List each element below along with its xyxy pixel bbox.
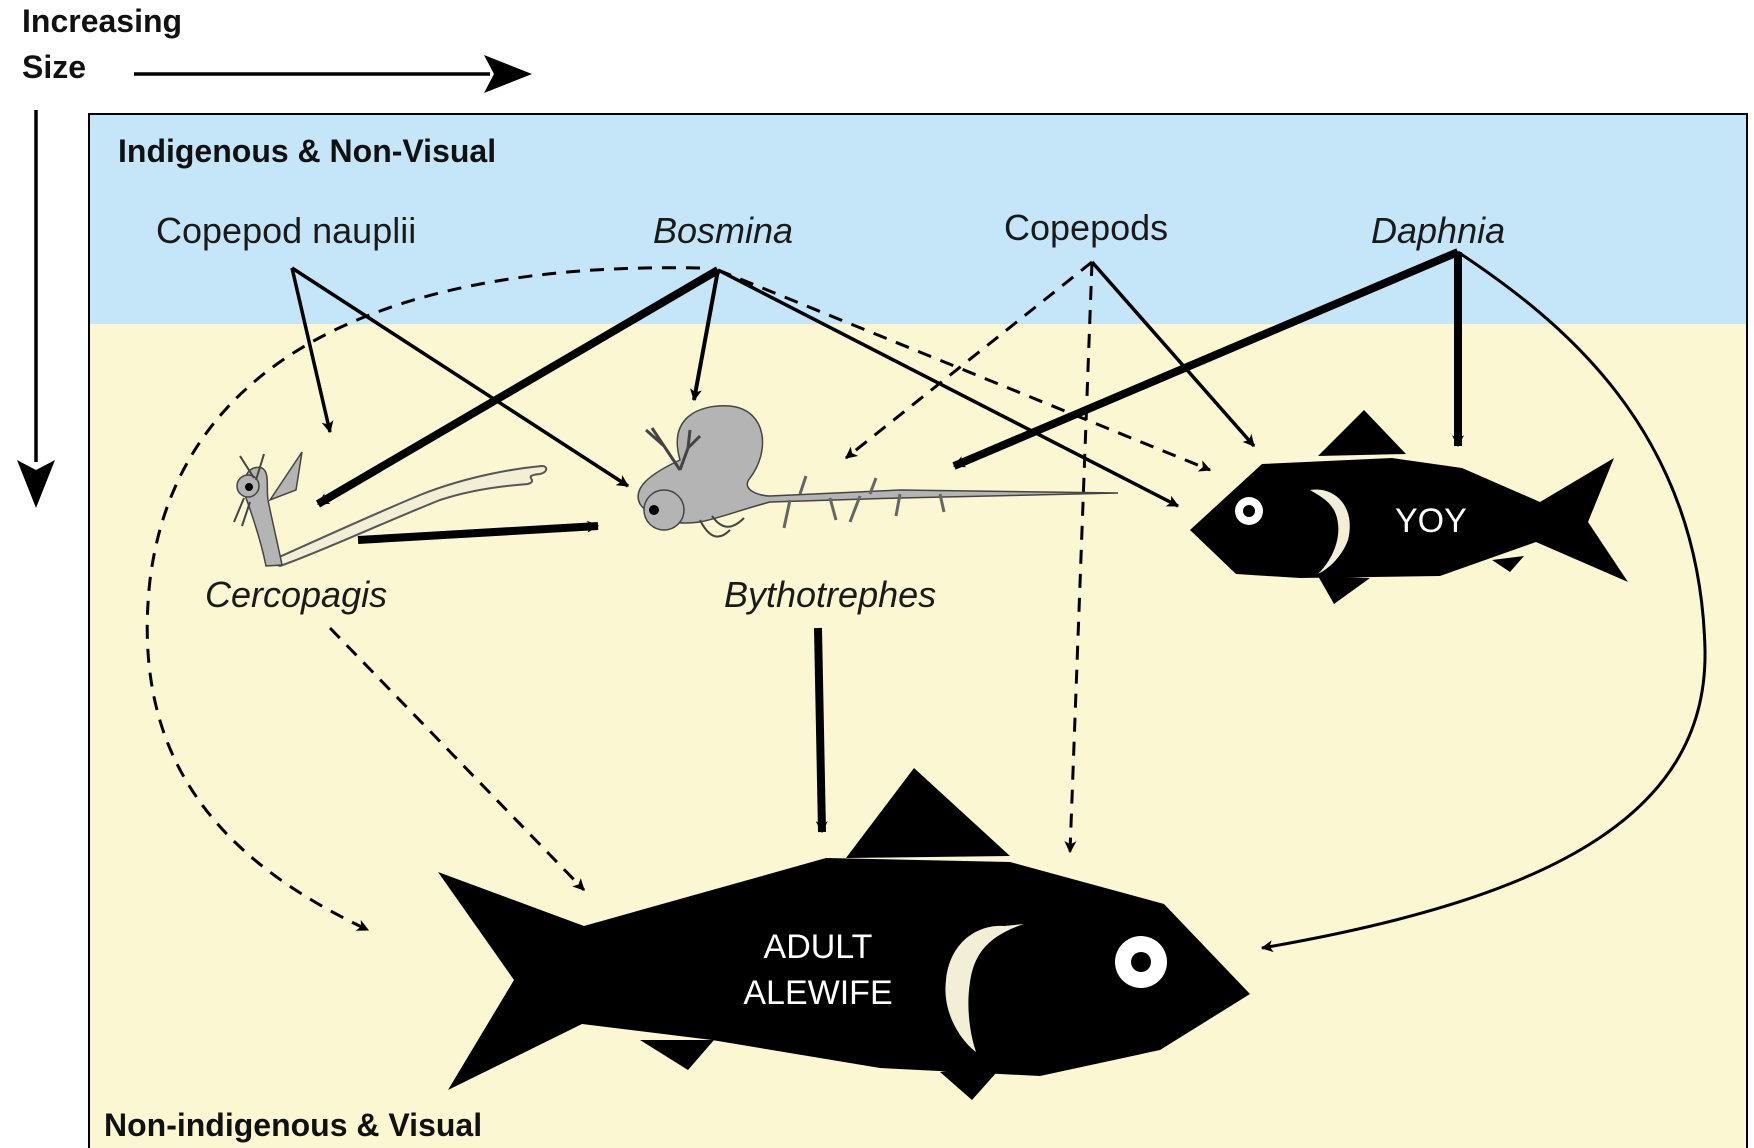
vertical-size-arrow [17,110,55,508]
edge-bythotrephes-to-adult [818,628,822,832]
node-copepod-nauplii-label: Copepod nauplii [156,210,416,251]
node-cercopagis-label: Cercopagis [205,574,387,615]
zone-label-indigenous: Indigenous & Non-Visual [118,133,496,169]
node-adult-label-line2: ALEWIFE [743,974,892,1012]
node-adult-label-line1: ADULT [764,928,873,966]
zone-label-nonindigenous: Non-indigenous & Visual [104,1107,482,1143]
node-yoy-label: YOY [1395,502,1467,540]
horizontal-size-arrow [134,55,532,93]
node-daphnia-label: Daphnia [1371,210,1505,251]
node-copepods-label: Copepods [1004,207,1168,248]
node-bythotrephes-label: Bythotrephes [724,574,936,615]
node-bosmina-label: Bosmina [653,210,793,251]
size-axis-label-line1: Increasing [22,3,182,39]
size-axis-label-line2: Size [22,49,86,85]
